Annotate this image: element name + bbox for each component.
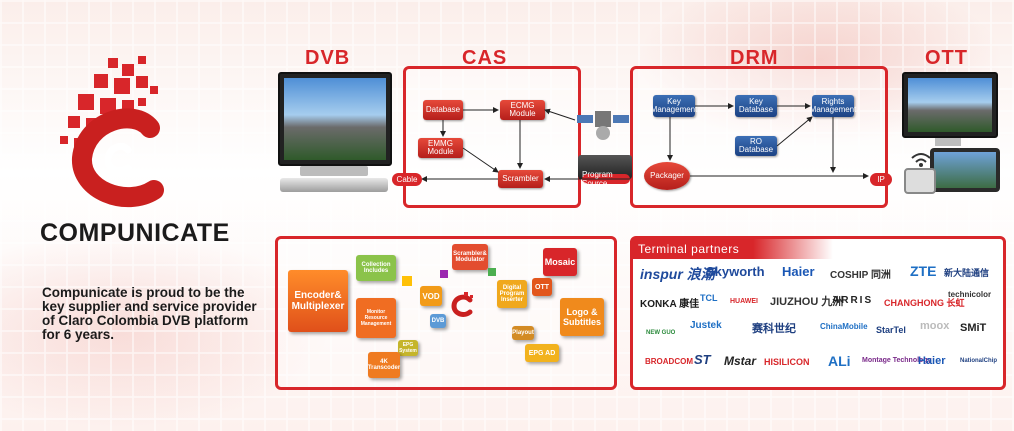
partner-logo: Haier xyxy=(918,355,946,367)
cas-ecmg-node: ECMG Module xyxy=(500,100,545,120)
decorative-square xyxy=(488,268,496,276)
wifi-icon xyxy=(911,153,931,167)
tile-digital-program-inserter: Digital Program Inserter xyxy=(497,280,527,308)
partner-logo: TCL xyxy=(700,293,718,303)
brand-name: COMPUNICATE xyxy=(40,219,230,247)
partner-logo: HISILICON xyxy=(764,357,810,367)
tile-monitor-management: Monitor Resource Management xyxy=(356,298,396,338)
tile-encoder: Encoder& Multiplexer xyxy=(288,270,348,332)
dvb-tv-icon xyxy=(278,72,392,166)
partner-logo: NationalChip xyxy=(960,358,997,364)
tv-stand-icon xyxy=(300,166,368,176)
drm-rights-management-node: Rights Management xyxy=(810,95,856,117)
tile-epg-ad: EPG AD xyxy=(525,344,559,362)
set-top-box-icon xyxy=(280,178,388,192)
partner-logo: Justek xyxy=(690,320,722,331)
partner-logo: moox xyxy=(920,320,950,332)
partner-logo: technicolor xyxy=(948,290,992,299)
cas-scrambler-node: Scrambler xyxy=(498,170,543,188)
tile-ott: OTT xyxy=(532,278,552,296)
cas-emmg-node: EMMG Module xyxy=(418,138,463,158)
tile-collection: Collection Includes xyxy=(356,255,396,281)
tile-epg-system: EPG System xyxy=(398,340,418,356)
tile-mosaic: Mosaic xyxy=(543,248,577,276)
tablet-icon xyxy=(930,148,1000,192)
cas-database-node: Database xyxy=(423,100,463,120)
partner-logo: CHANGHONG 长虹 xyxy=(884,298,965,308)
partner-logo: BROADCOM xyxy=(645,357,693,366)
partner-logo: HUAWEI xyxy=(730,298,758,305)
compunicate-logo-mark xyxy=(60,56,164,208)
section-title-dvb: DVB xyxy=(305,47,351,69)
tile-logo-subtitles: Logo & Subtitles xyxy=(560,298,604,336)
partner-logo: StarTel xyxy=(876,325,906,335)
tile-dvb: DVB xyxy=(430,314,446,328)
partner-logo: Haier xyxy=(782,264,815,279)
partners-box xyxy=(630,236,1006,390)
drm-key-management-node: Key Management xyxy=(651,95,697,117)
partner-logo: inspur 浪潮 xyxy=(640,266,715,282)
decorative-square xyxy=(440,270,448,278)
drm-key-database-node: Key Database xyxy=(735,95,777,117)
drm-ro-database-node: RO Database xyxy=(735,136,777,156)
phone-icon xyxy=(904,168,936,194)
cas-box xyxy=(403,66,581,208)
partner-logo: COSHIP 同洲 xyxy=(830,270,891,281)
ott-monitor-icon xyxy=(902,72,998,138)
partner-logo: NEW GUO xyxy=(646,330,676,336)
partner-logo: KONKA 康佳 xyxy=(640,299,700,310)
cable-label: Cable xyxy=(392,173,422,186)
partner-logo: 新大陆通信 xyxy=(944,268,990,278)
tile-vod: VOD xyxy=(420,286,442,306)
drm-packager-node: Packager xyxy=(644,162,690,190)
partner-logo: Skyworth xyxy=(706,264,765,279)
partner-logo: ARRIS xyxy=(832,295,874,306)
tile-playout: Playout xyxy=(512,326,534,340)
decorative-square xyxy=(402,276,412,286)
partners-header-bar xyxy=(633,239,833,259)
partner-logo: ChinaMobile xyxy=(820,322,868,331)
tile-4k-transcoder: 4K Transcoder xyxy=(368,352,400,378)
brand-tagline: Compunicate is proud to be the key suppl… xyxy=(42,285,257,342)
partner-logo: JIUZHOU 九洲 xyxy=(770,296,844,308)
compunicate-small-logo-icon xyxy=(451,292,473,317)
section-title-drm: DRM xyxy=(730,47,779,69)
partner-logo: ALi xyxy=(828,353,851,369)
monitor-stand-icon xyxy=(935,138,961,146)
ip-label: IP xyxy=(870,173,892,186)
section-title-ott: OTT xyxy=(925,47,968,69)
partner-logo: Mstar xyxy=(724,354,757,368)
section-title-cas: CAS xyxy=(462,47,508,69)
partner-logo: Montage Technology xyxy=(862,357,932,364)
partners-title: Terminal partners xyxy=(638,242,740,256)
satellite-icon xyxy=(577,111,629,140)
partner-logo: 赛科世纪 xyxy=(752,323,796,335)
partner-logo: ZTE xyxy=(910,263,937,279)
partner-logo: SMiT xyxy=(960,322,987,334)
partner-logo: ST xyxy=(694,352,711,367)
tile-scrambler-modulator: Scrambler& Modulator xyxy=(452,244,488,270)
